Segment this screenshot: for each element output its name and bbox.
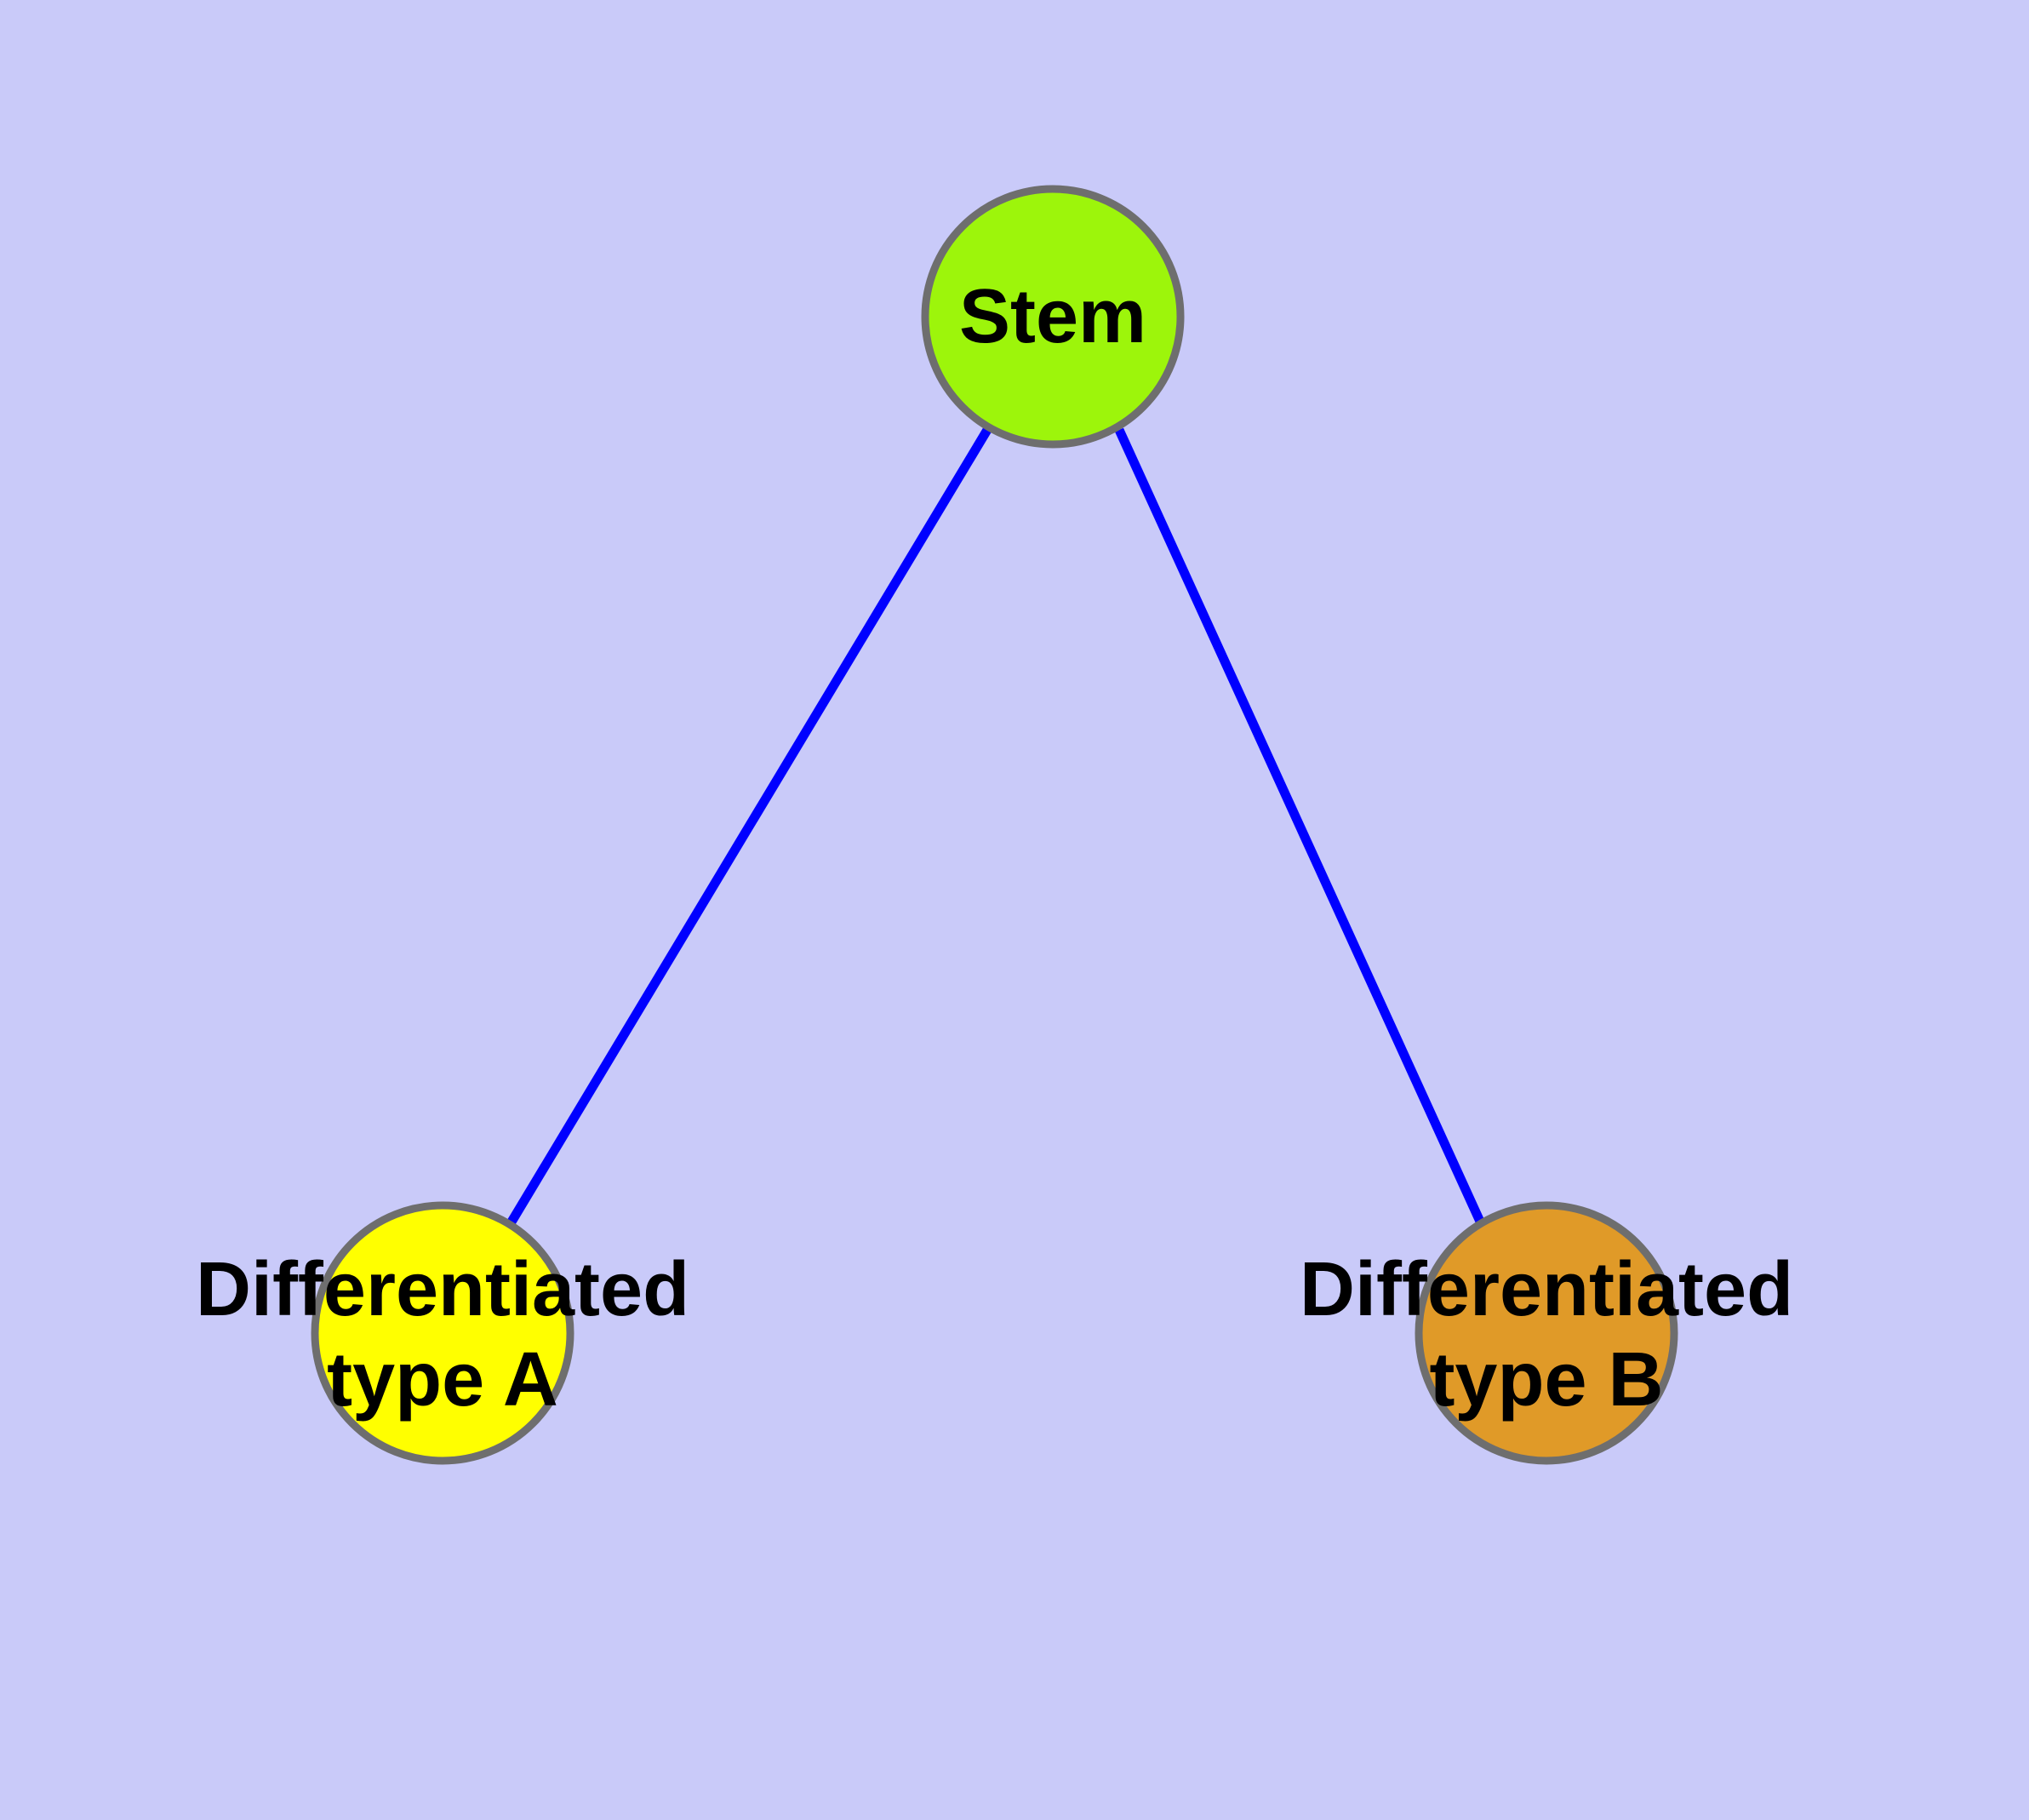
node-differentiated-type-b-circle[interactable] (1415, 1201, 1678, 1465)
node-stem-circle[interactable] (921, 185, 1185, 449)
edge-stem-to-differentiated-type-b[interactable] (1114, 427, 1486, 1226)
node-differentiated-type-a-circle[interactable] (311, 1201, 574, 1465)
edge-stem-to-differentiated-type-a[interactable] (506, 427, 992, 1226)
